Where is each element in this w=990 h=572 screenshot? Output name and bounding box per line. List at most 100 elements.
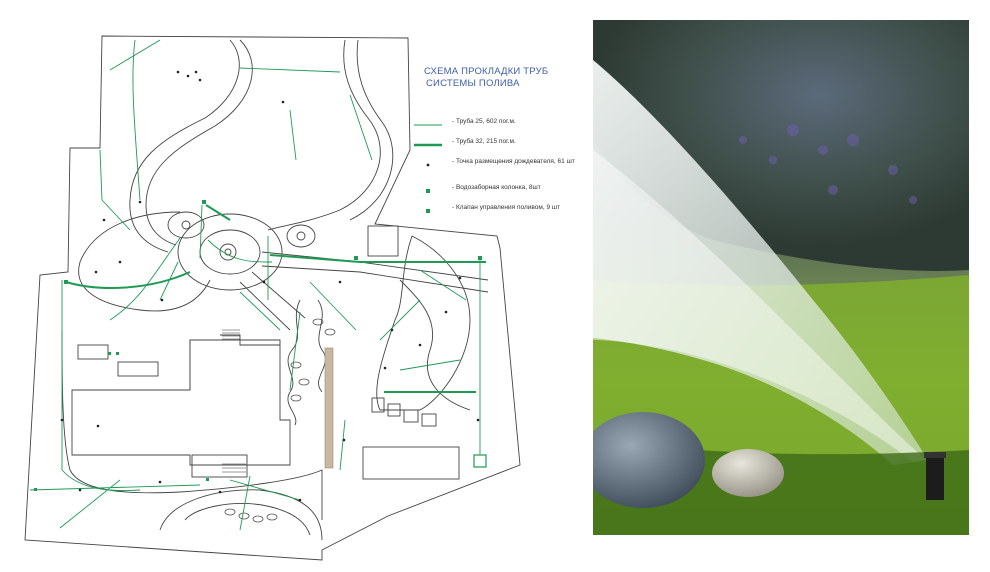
path-curve-right [267, 39, 381, 231]
sprinkler-dot [78, 488, 82, 492]
valve-square [116, 352, 119, 355]
sprinkler-dot [218, 490, 222, 494]
pipe-thin-4 [289, 94, 373, 161]
legend-label: - Труба 32, 215 пог.м. [452, 138, 516, 145]
green-square-icon [426, 209, 430, 213]
legend-item-hydrant: - Водозаборная колонка, 8шт [414, 183, 590, 203]
water-spray-core [593, 150, 928, 462]
sprinkler-dot [160, 298, 164, 302]
terrace-left-2 [117, 361, 159, 377]
irrigation-site-plan [24, 35, 521, 561]
pipe-thin-2 [239, 67, 341, 73]
sprinkler-dot [444, 310, 448, 314]
path-lawn-left [78, 211, 211, 312]
valve-square [206, 478, 209, 481]
pipe-main-4 [205, 204, 231, 221]
bed-oval-9 [266, 513, 278, 521]
legend-item-sprinkler: - Точка размещения дождевателя, 61 шт [414, 157, 590, 183]
lower-right-rect [362, 446, 460, 480]
steps-south [222, 463, 246, 473]
sprinkler-dot [390, 328, 394, 332]
diagram-title: СХЕМА ПРОКЛАДКИ ТРУБ СИСТЕМЫ ПОЛИВА [424, 66, 574, 90]
path-curve-left [129, 39, 240, 253]
bottom-garden-inner [184, 503, 311, 536]
driveway [61, 329, 323, 520]
sprinkler-dot [281, 100, 285, 104]
fountain-center [219, 243, 237, 261]
pergola-loop [287, 299, 301, 426]
outbuilding-b [387, 403, 401, 417]
pipe-thin-9 [289, 281, 357, 391]
sprinkler-dot [60, 418, 64, 422]
outbuilding-d [421, 413, 437, 427]
legend-item-valve: - Клапан управления поливом, 9 шт [414, 203, 590, 223]
path-curve-left-inner [145, 39, 253, 246]
sprinkler-dot [186, 74, 190, 78]
water-spray [593, 60, 928, 465]
lawn-right [376, 235, 471, 411]
outbuilding-c [403, 409, 419, 423]
legend-label: - Клапан управления поливом, 9 шт [452, 204, 561, 211]
bottom-garden-curve [159, 489, 323, 541]
control-box [473, 454, 487, 468]
site-boundary [24, 35, 521, 561]
rock-white [712, 449, 784, 497]
pipe-thin-13 [229, 475, 301, 531]
valve-square [108, 352, 111, 355]
bed-oval-8 [252, 515, 264, 523]
lawn-right-curve [399, 279, 471, 411]
porch [191, 454, 248, 478]
pipe-thin-6 [159, 204, 203, 301]
path-curve-right-inner [349, 39, 394, 221]
title-line-2: СИСТЕМЫ ПОЛИВА [426, 78, 520, 89]
sprinkler-dot [94, 270, 98, 274]
thin-green-line-icon [414, 124, 442, 126]
sprinkler-dot [198, 78, 202, 82]
steps-north [222, 329, 240, 340]
title-line-1: СХЕМА ПРОКЛАДКИ ТРУБ [424, 66, 549, 77]
thick-green-line-icon [414, 143, 442, 147]
pipe-main-1 [65, 271, 191, 289]
sprinkler-dot [338, 280, 342, 284]
flowers [739, 124, 917, 204]
pipe-thin-3 [109, 39, 161, 71]
pipe-thin-15 [339, 419, 346, 471]
legend-label: - Точка размещения дождевателя, 61 шт [452, 158, 575, 165]
valve-square [354, 256, 358, 260]
sprinkler-dot [418, 343, 422, 347]
pipe-main-2 [269, 254, 486, 263]
walk-diagonal [239, 271, 306, 331]
pipe-thin-8 [239, 236, 281, 331]
valve-square [34, 488, 37, 491]
sprinkler-head [926, 454, 944, 500]
pergola-loop-2 [317, 299, 326, 393]
sprinkler-photo [593, 20, 969, 535]
plaza-right-dot [296, 231, 306, 241]
sprinkler-dot [383, 366, 387, 370]
legend-label: - Труба 25, 602 пог.м. [452, 118, 516, 125]
pipe-thin-7 [109, 237, 273, 321]
sprinkler-dot [298, 498, 302, 502]
sprinkler-dot [476, 418, 480, 422]
bed-oval-7 [238, 512, 250, 520]
plaza-left-disc [167, 211, 205, 239]
black-dot-icon [426, 163, 430, 167]
sprinkler-cap [924, 452, 946, 458]
wooden-walkway [324, 347, 334, 469]
house-wing [189, 334, 280, 390]
bed-oval-4 [312, 318, 324, 326]
sprinkler-dot [158, 480, 162, 484]
sprinkler-dot [342, 438, 346, 442]
valve-square [478, 256, 482, 260]
terrace-left [77, 344, 109, 360]
shed [367, 225, 399, 257]
green-square-small-icon [426, 189, 430, 193]
bed-oval-3 [290, 394, 302, 402]
bed-oval-5 [324, 328, 336, 336]
plaza-right-disc [286, 224, 316, 248]
rock-blue [593, 412, 705, 508]
pipe-thin-1 [132, 39, 141, 201]
bed-oval-6 [224, 508, 236, 516]
pipe-thin-11 [61, 280, 141, 492]
sprinkler-dot [458, 276, 462, 280]
